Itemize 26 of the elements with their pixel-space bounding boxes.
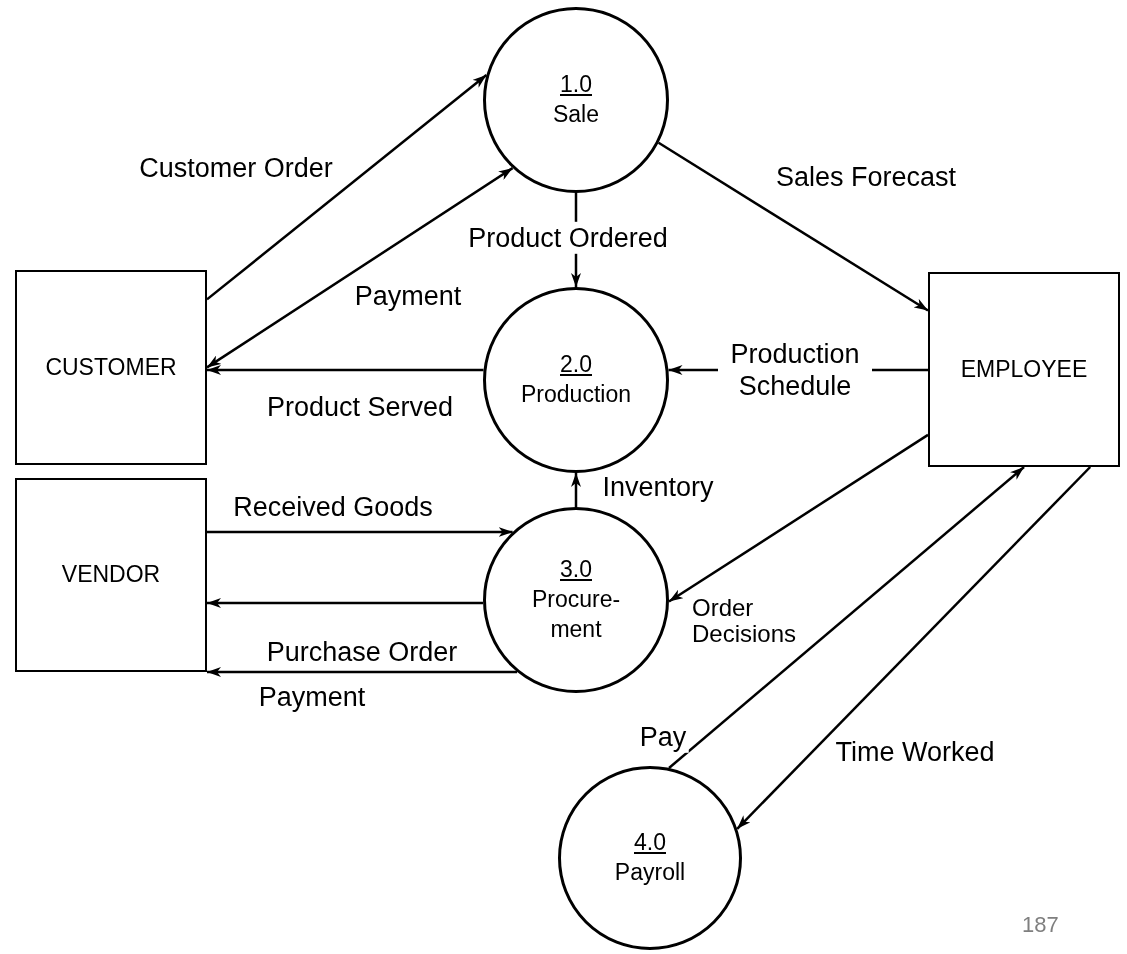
arrow: [207, 667, 518, 677]
arrow: [206, 74, 488, 301]
process-name: Sale: [552, 100, 599, 129]
entity-name: CUSTOMER: [45, 352, 177, 382]
arrow: [668, 466, 1025, 769]
arrow: [207, 527, 513, 537]
entity-name: EMPLOYEE: [960, 354, 1088, 384]
process-name: Payroll: [614, 858, 686, 887]
arrow: [207, 365, 484, 375]
entity-box: [928, 272, 1120, 467]
entity-name: VENDOR: [61, 560, 161, 590]
double-arrow: [206, 167, 514, 369]
arrow: [668, 433, 929, 603]
process-number: 1.0: [560, 70, 592, 100]
entity-box: [15, 478, 207, 672]
process-number: 4.0: [634, 828, 666, 858]
arrow: [736, 466, 1092, 830]
page-number: 187: [1022, 912, 1059, 938]
entity-box: [15, 270, 207, 465]
process-name: Production: [521, 380, 631, 409]
arrow: [207, 598, 483, 608]
process-number: 3.0: [560, 555, 592, 585]
arrow: [657, 141, 929, 312]
arrow: [571, 473, 581, 507]
process-name: Procure- ment: [530, 585, 622, 644]
process-number: 2.0: [560, 350, 592, 380]
